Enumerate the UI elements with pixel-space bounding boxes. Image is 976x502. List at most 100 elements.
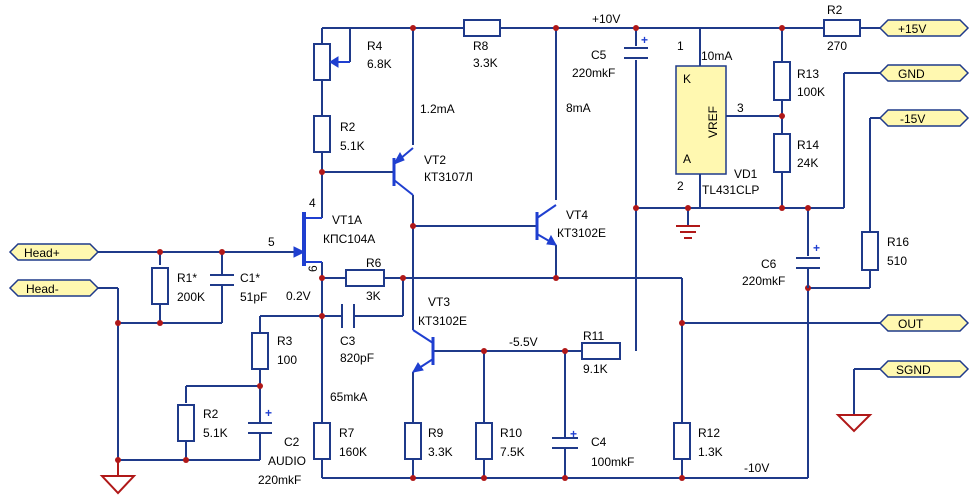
svg-text:VREF: VREF: [706, 106, 720, 138]
svg-text:9.1K: 9.1K: [583, 362, 608, 376]
svg-text:R4: R4: [367, 39, 383, 53]
svg-text:R3: R3: [277, 334, 293, 348]
svg-text:270: 270: [827, 39, 847, 53]
svg-text:+: +: [265, 406, 272, 420]
svg-text:VT2: VT2: [424, 153, 446, 167]
svg-text:5.1K: 5.1K: [203, 426, 228, 440]
svg-text:+: +: [570, 427, 577, 441]
svg-text:A: A: [683, 152, 691, 166]
svg-text:R12: R12: [698, 426, 720, 440]
resistor-r8: R8 3.3K: [463, 19, 501, 70]
svg-text:C6: C6: [761, 257, 777, 271]
svg-text:R14: R14: [797, 138, 819, 152]
svg-text:6: 6: [306, 265, 320, 272]
svg-text:+10V: +10V: [592, 12, 620, 26]
resistor-r10: R10 7.5K: [475, 422, 525, 460]
svg-text:GND: GND: [898, 67, 925, 81]
ground-symbol-left: [99, 462, 137, 495]
svg-text:R9: R9: [428, 426, 444, 440]
transistor-vt4: VT4 КТ3102Е: [535, 204, 606, 246]
svg-text:C5: C5: [591, 48, 607, 62]
resistor-r14: R14 24K: [773, 133, 819, 173]
resistor-r5-upper: R2 5.1K: [313, 115, 365, 153]
svg-text:K: K: [683, 72, 691, 86]
svg-text:C4: C4: [591, 435, 607, 449]
svg-text:3.3K: 3.3K: [428, 445, 453, 459]
svg-text:+: +: [813, 241, 820, 255]
resistor-r13: R13 100K: [773, 61, 825, 101]
capacitor-c5: + C5 220mkF: [572, 33, 648, 80]
svg-text:3.3K: 3.3K: [473, 56, 498, 70]
svg-text:10mA: 10mA: [701, 49, 732, 63]
svg-text:R11: R11: [583, 329, 604, 343]
svg-text:-5.5V: -5.5V: [509, 335, 538, 349]
ic-vd1-tl431: K A VREF 1 2 3 VD1 TL431CLP: [675, 39, 759, 197]
resistor-r2: R7 R2 5.1K 5.1K: [177, 404, 228, 442]
svg-text:R2: R2: [340, 120, 356, 134]
svg-text:8mA: 8mA: [566, 101, 591, 115]
svg-text:R10: R10: [500, 426, 522, 440]
transistor-vt1a: 4 5 6 VT1A КПС104А: [268, 196, 375, 272]
svg-text:2: 2: [677, 179, 684, 193]
svg-text:VT3: VT3: [428, 295, 450, 309]
svg-text:1: 1: [677, 39, 684, 53]
svg-text:+: +: [641, 33, 648, 47]
svg-text:R16: R16: [887, 235, 909, 249]
capacitor-c4: + C4 100mkF: [552, 427, 634, 469]
capacitor-c1: C1* 51pF: [210, 262, 267, 304]
resistor-r5-supply: R2 270: [823, 3, 861, 53]
svg-text:-15V: -15V: [900, 112, 925, 126]
svg-text:Head-: Head-: [26, 282, 59, 296]
svg-text:0.2V: 0.2V: [286, 289, 311, 303]
port-head-minus: Head-: [8, 279, 100, 297]
svg-text:C2: C2: [284, 435, 300, 449]
svg-text:-10V: -10V: [744, 461, 769, 475]
svg-text:AUDIO: AUDIO: [268, 454, 306, 468]
svg-text:510: 510: [887, 254, 907, 268]
svg-text:100mkF: 100mkF: [591, 455, 634, 469]
svg-text:SGND: SGND: [896, 363, 931, 377]
port-minus-15v: -15V: [878, 109, 970, 127]
svg-text:7.5K: 7.5K: [500, 445, 525, 459]
capacitor-c6: + C6 220mkF: [742, 241, 820, 288]
resistor-r4: R4 6.8K: [313, 39, 392, 81]
svg-text:OUT: OUT: [898, 317, 924, 331]
capacitor-c2: + C2 AUDIO 220mkF: [248, 406, 306, 487]
svg-text:R7: R7: [339, 426, 355, 440]
svg-text:VT1A: VT1A: [332, 213, 362, 227]
svg-text:1.2mA: 1.2mA: [420, 102, 455, 116]
svg-text:R2: R2: [203, 407, 219, 421]
svg-text:200K: 200K: [177, 290, 205, 304]
port-sgnd: SGND: [878, 360, 970, 378]
resistor-r16: R16 510: [861, 231, 909, 271]
svg-text:КТ3107Л: КТ3107Л: [424, 170, 473, 184]
svg-text:220mkF: 220mkF: [572, 66, 615, 80]
transistor-vt3: VT3 КТ3102Е: [412, 295, 467, 373]
junction-dots: [115, 25, 811, 481]
port-gnd: GND: [878, 64, 970, 82]
svg-text:1.3K: 1.3K: [698, 445, 723, 459]
svg-text:100K: 100K: [797, 85, 825, 99]
resistor-r7: R7 160K: [313, 422, 367, 460]
resistor-r3: R3 100: [251, 332, 297, 370]
svg-text:220mkF: 220mkF: [258, 473, 301, 487]
port-out: OUT: [878, 314, 970, 332]
resistor-r1: R1* 200K: [151, 267, 205, 305]
svg-text:4: 4: [309, 196, 316, 210]
svg-text:VT4: VT4: [566, 208, 588, 222]
svg-text:220mkF: 220mkF: [742, 274, 785, 288]
port-plus-15v: +15V: [878, 19, 970, 37]
svg-text:5.1K: 5.1K: [340, 139, 365, 153]
transistor-vt2: VT2 КТ3107Л: [392, 147, 473, 196]
svg-text:3K: 3K: [366, 289, 381, 303]
svg-text:R13: R13: [797, 67, 819, 81]
svg-text:КПС104А: КПС104А: [323, 232, 375, 246]
svg-text:+15V: +15V: [898, 22, 926, 36]
svg-text:160K: 160K: [339, 445, 367, 459]
ground-symbol-vd1: [676, 225, 700, 239]
svg-text:R2: R2: [827, 3, 843, 17]
resistor-r12: R12 1.3K: [673, 422, 723, 460]
svg-text:R1*: R1*: [177, 271, 197, 285]
svg-text:R6: R6: [366, 256, 382, 270]
